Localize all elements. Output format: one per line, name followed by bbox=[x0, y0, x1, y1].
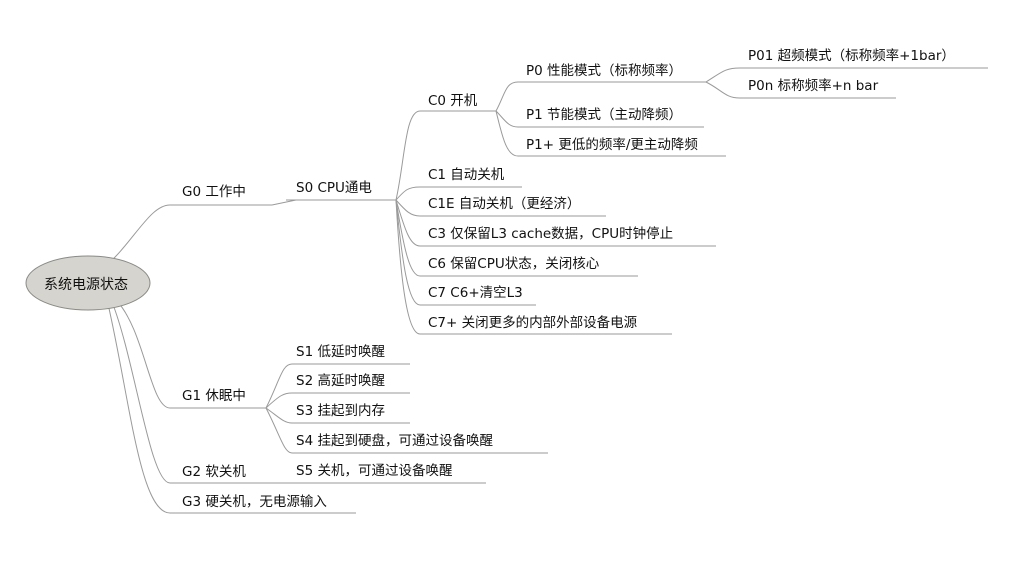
node-s5[interactable]: S5 关机，可通过设备唤醒 bbox=[296, 463, 453, 479]
connector-g0-s0 bbox=[271, 199, 297, 206]
node-g2[interactable]: G2 软关机 bbox=[182, 464, 246, 480]
connector-s0-c0 bbox=[395, 110, 421, 201]
connector-root-g2 bbox=[111, 301, 171, 484]
node-s4[interactable]: S4 挂起到硬盘，可通过设备唤醒 bbox=[296, 433, 493, 449]
connector-c0-p0 bbox=[495, 81, 519, 112]
node-c7plus[interactable]: C7+ 关闭更多的内部外部设备电源 bbox=[428, 315, 638, 331]
connector-s0-c3 bbox=[395, 199, 421, 247]
connector-p0-p0n bbox=[705, 81, 741, 99]
connector-s0-c1 bbox=[395, 186, 421, 201]
connector-root-g1 bbox=[115, 299, 171, 409]
connector-s0-c1e bbox=[395, 199, 421, 217]
connector-c0-p1 bbox=[495, 110, 519, 128]
node-p01[interactable]: P01 超频模式（标称频率+1bar） bbox=[748, 48, 955, 64]
connector-g1-s2 bbox=[265, 392, 293, 409]
node-g1[interactable]: G1 休眠中 bbox=[182, 388, 246, 404]
node-c1e[interactable]: C1E 自动关机（更经济） bbox=[428, 196, 581, 212]
node-s1[interactable]: S1 低延时唤醒 bbox=[296, 344, 385, 360]
node-p0[interactable]: P0 性能模式（标称频率） bbox=[526, 63, 683, 79]
connector-g1-s1 bbox=[265, 363, 293, 409]
node-g3[interactable]: G3 硬关机，无电源输入 bbox=[182, 494, 327, 510]
node-c1[interactable]: C1 自动关机 bbox=[428, 167, 505, 183]
connector-c0-p1plus bbox=[495, 110, 519, 157]
node-c7[interactable]: C7 C6+清空L3 bbox=[428, 285, 523, 301]
node-c3[interactable]: C3 仅保留L3 cache数据，CPU时钟停止 bbox=[428, 226, 674, 242]
connector-root-g3 bbox=[107, 303, 171, 514]
root-node[interactable]: 系统电源状态 bbox=[44, 277, 128, 293]
node-p0n[interactable]: P0n 标称频率+n bar bbox=[748, 78, 879, 94]
node-p1[interactable]: P1 节能模式（主动降频） bbox=[526, 107, 683, 123]
connector-s0-c6 bbox=[395, 199, 421, 277]
node-s3[interactable]: S3 挂起到内存 bbox=[296, 403, 385, 419]
node-c6[interactable]: C6 保留CPU状态，关闭核心 bbox=[428, 256, 600, 272]
connector-g1-s4 bbox=[265, 407, 293, 454]
node-p1plus[interactable]: P1+ 更低的频率/更主动降频 bbox=[526, 137, 698, 153]
connector-g1-s3 bbox=[265, 407, 293, 424]
node-s2[interactable]: S2 高延时唤醒 bbox=[296, 373, 385, 389]
node-g0[interactable]: G0 工作中 bbox=[182, 184, 246, 200]
root-node-shape bbox=[25, 255, 151, 311]
node-s0[interactable]: S0 CPU通电 bbox=[296, 180, 372, 196]
connector-s0-c7plus bbox=[395, 199, 421, 335]
node-c0[interactable]: C0 开机 bbox=[428, 93, 478, 109]
connector-p0-p01 bbox=[705, 67, 741, 83]
connector-s0-c7 bbox=[395, 199, 421, 306]
